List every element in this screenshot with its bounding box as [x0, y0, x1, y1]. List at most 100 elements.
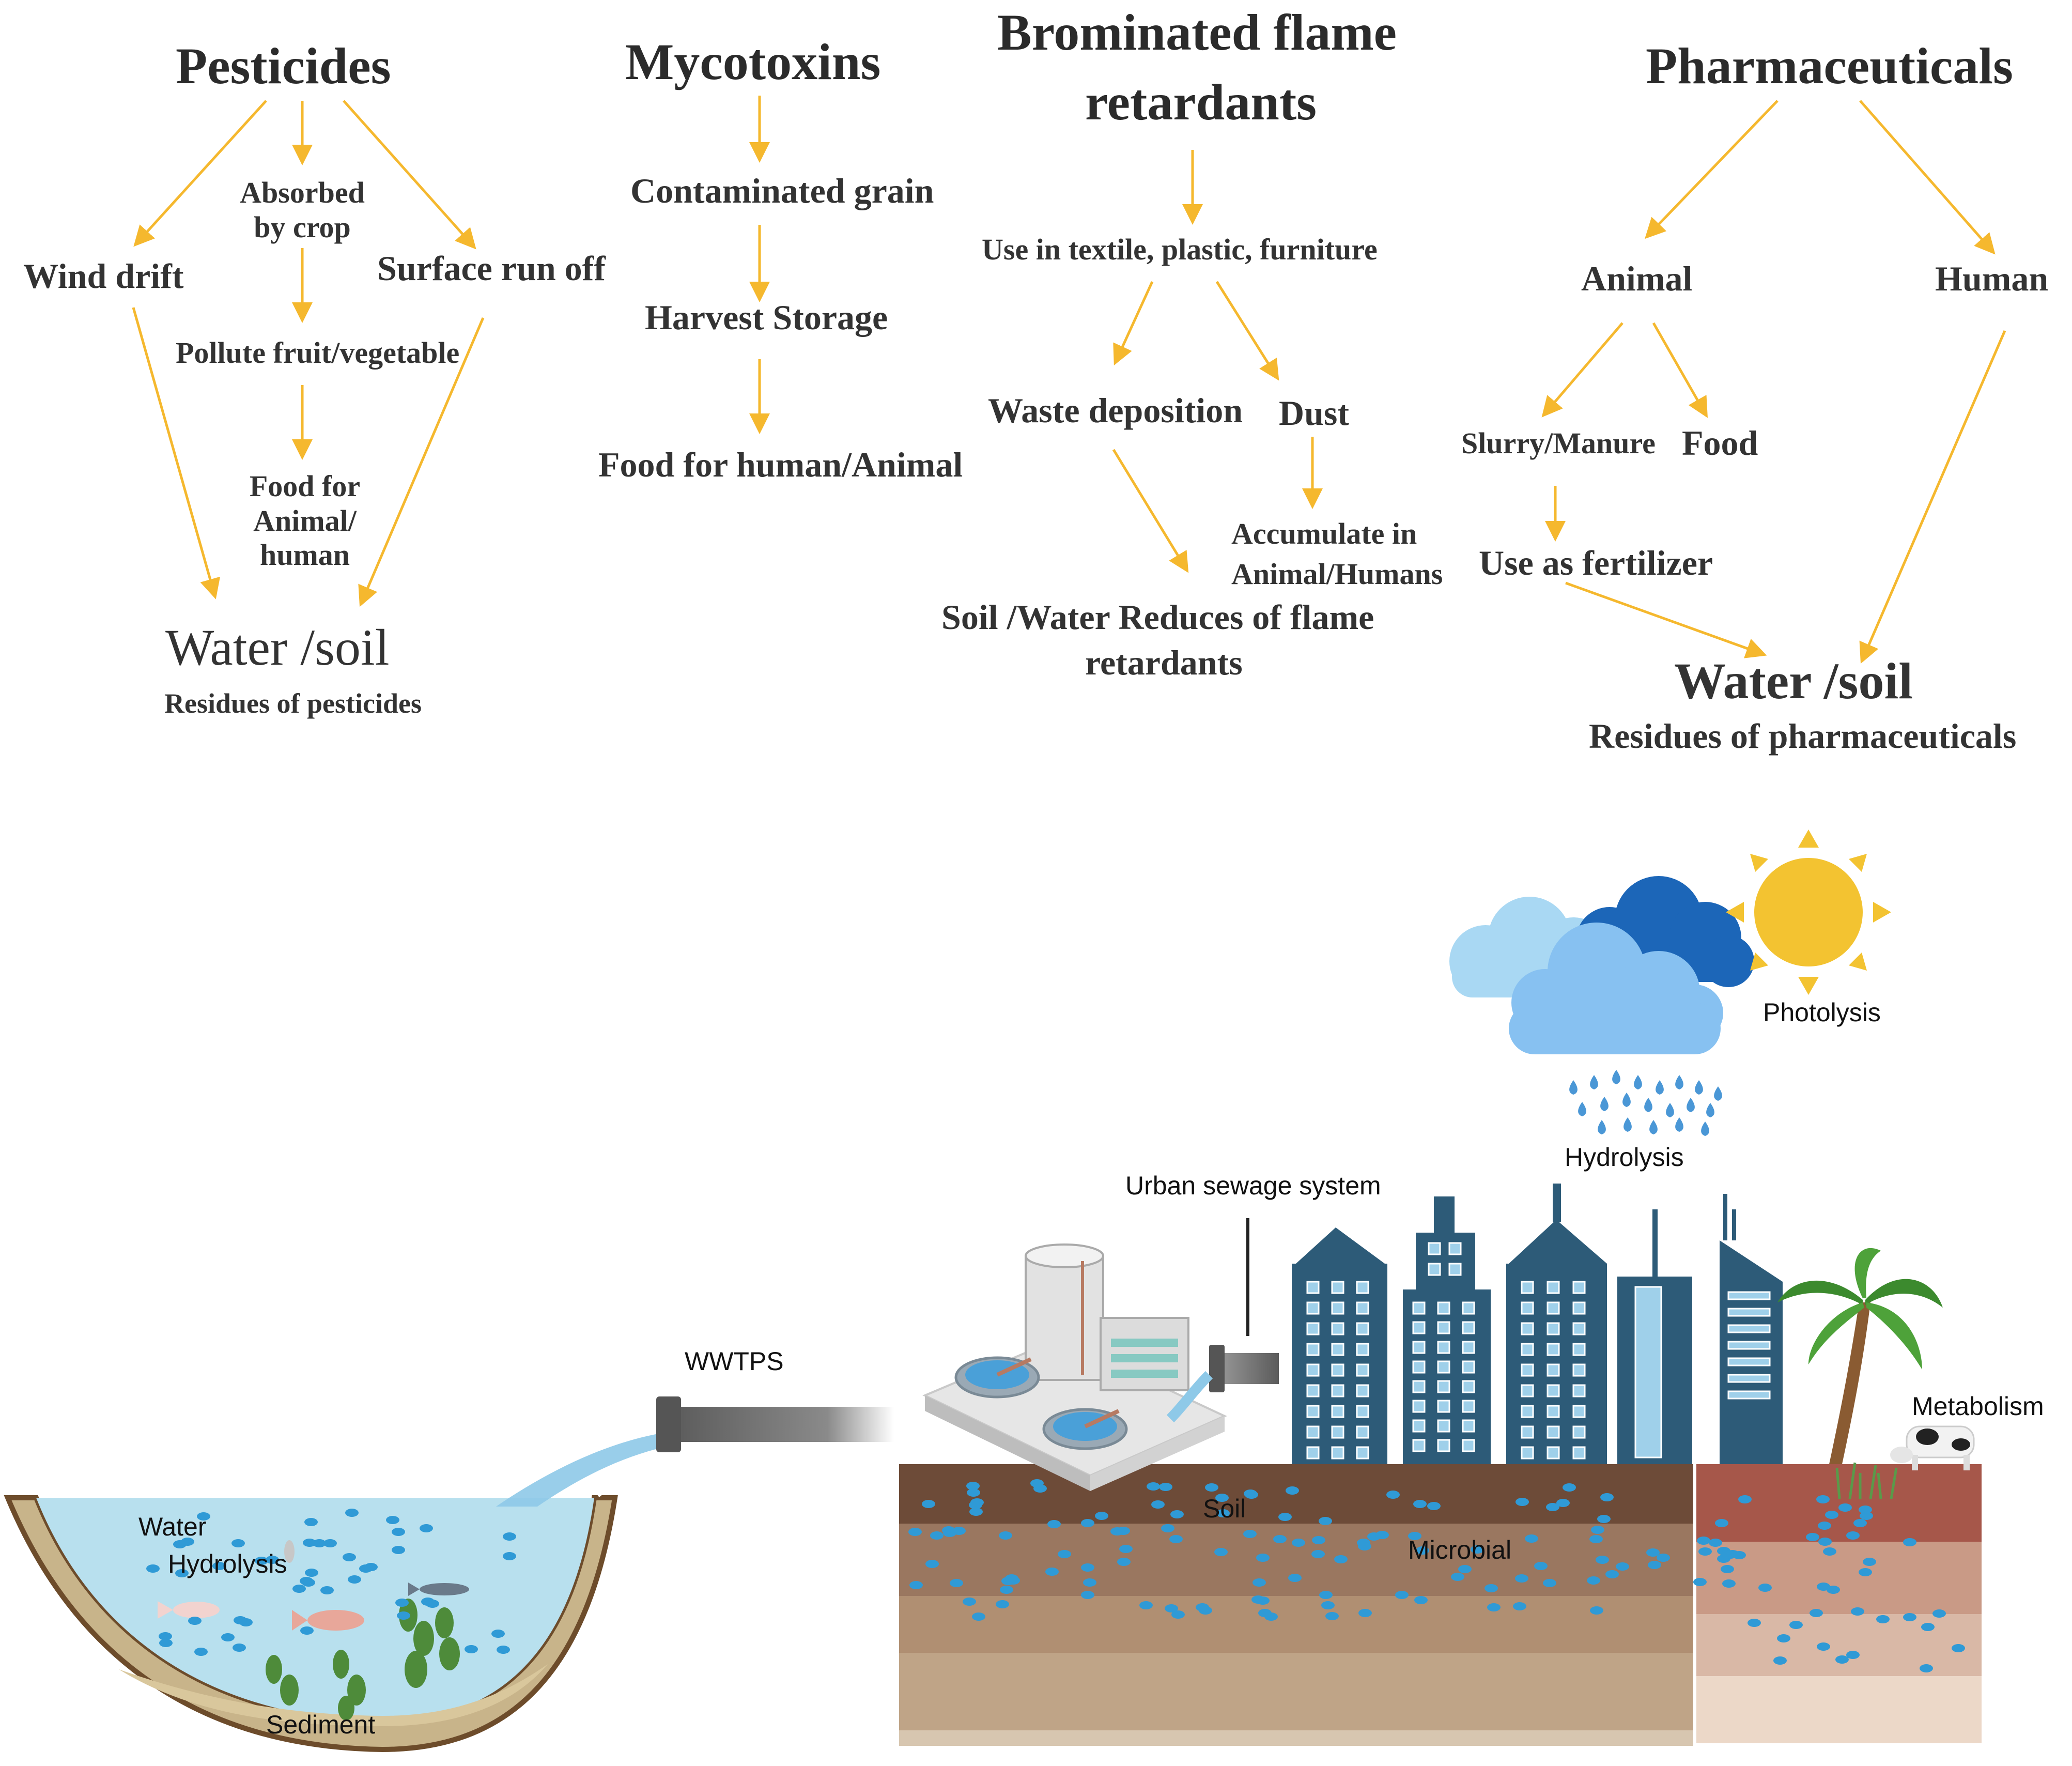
wwtps-label: WWTPS: [685, 1347, 784, 1376]
droplet: [397, 1611, 410, 1620]
flow-arrow: [1652, 322, 1708, 418]
droplet: [1818, 1522, 1831, 1530]
droplet: [1806, 1533, 1819, 1541]
window: [1727, 1291, 1771, 1300]
droplet: [1835, 1655, 1849, 1664]
droplet: [1921, 1623, 1935, 1631]
window: [1331, 1322, 1344, 1335]
window: [1331, 1446, 1344, 1460]
window: [1412, 1301, 1426, 1315]
droplet: [345, 1509, 359, 1517]
droplet: [503, 1532, 516, 1541]
droplet: [1416, 1546, 1429, 1555]
droplet: [1119, 1545, 1133, 1553]
window: [1521, 1322, 1534, 1335]
window: [1331, 1281, 1344, 1294]
window: [1547, 1281, 1560, 1294]
window: [1727, 1390, 1771, 1400]
droplet: [1591, 1526, 1604, 1534]
droplet: [1648, 1561, 1661, 1569]
window: [1412, 1439, 1426, 1452]
rain-drop: [1706, 1103, 1714, 1117]
soil-label: Soil: [1203, 1494, 1246, 1523]
flow-arrows: [132, 96, 2006, 664]
droplet: [1721, 1565, 1734, 1573]
window: [1462, 1380, 1475, 1393]
droplet: [1358, 1542, 1371, 1550]
lake-sediment: [119, 1664, 548, 1726]
pharma-slurry: Slurry/Manure: [1461, 426, 1656, 460]
droplet: [1825, 1511, 1838, 1519]
window: [1547, 1405, 1560, 1418]
droplet: [1722, 1579, 1736, 1588]
flow-arrow: [358, 317, 485, 607]
droplet: [1216, 1509, 1230, 1517]
droplet: [1321, 1601, 1335, 1609]
window: [1521, 1405, 1534, 1418]
window: [1521, 1384, 1534, 1398]
droplet: [1543, 1579, 1556, 1587]
droplet: [386, 1516, 399, 1524]
window: [1727, 1374, 1771, 1383]
window: [1306, 1425, 1320, 1439]
droplet: [188, 1617, 202, 1625]
pharma-water-soil: Water /soil: [1674, 652, 1913, 710]
droplet: [395, 1599, 409, 1607]
droplet: [1205, 1483, 1218, 1492]
window: [1356, 1322, 1369, 1335]
droplet: [1817, 1583, 1830, 1591]
window: [1547, 1384, 1560, 1398]
window: [1437, 1380, 1450, 1393]
droplet: [1563, 1483, 1576, 1492]
droplet: [1853, 1519, 1867, 1527]
droplet: [1515, 1574, 1528, 1583]
window: [1412, 1321, 1426, 1334]
droplet: [1413, 1500, 1427, 1508]
droplet: [1920, 1664, 1933, 1672]
droplet: [930, 1531, 944, 1540]
droplet: [1151, 1500, 1165, 1509]
droplet: [1817, 1642, 1830, 1651]
mycotoxins-grain: Contaminated grain: [630, 171, 934, 210]
rain-drop: [1569, 1080, 1578, 1095]
window: [1437, 1321, 1450, 1334]
droplet: [1081, 1519, 1094, 1527]
treatment-plant: [922, 1243, 1227, 1491]
window: [1727, 1341, 1771, 1350]
window: [1462, 1341, 1475, 1354]
droplet: [1810, 1609, 1823, 1617]
droplet: [1471, 1545, 1484, 1554]
window: [1727, 1308, 1771, 1317]
droplet: [1288, 1574, 1302, 1582]
mycotoxins-title: Mycotoxins: [625, 33, 881, 90]
droplet: [313, 1539, 326, 1547]
droplet: [1859, 1506, 1872, 1514]
window: [1572, 1446, 1586, 1460]
droplet: [1256, 1554, 1270, 1562]
window: [1572, 1343, 1586, 1356]
droplet: [1487, 1603, 1501, 1611]
pesticides-absorbed: Absorbed by crop: [240, 176, 365, 244]
droplet: [197, 1512, 210, 1521]
droplet: [1095, 1512, 1108, 1520]
bfr-title-1: Brominated flame: [997, 4, 1397, 61]
window: [1572, 1384, 1586, 1398]
droplet: [950, 1579, 963, 1587]
window: [1356, 1405, 1369, 1418]
droplet: [304, 1518, 318, 1526]
droplet: [465, 1645, 478, 1653]
window: [1412, 1400, 1426, 1413]
window: [1572, 1322, 1586, 1335]
droplet: [1952, 1644, 1965, 1652]
window: [1572, 1281, 1586, 1294]
pharma-food: Food: [1682, 423, 1758, 463]
rain-drop: [1634, 1075, 1642, 1089]
window: [1412, 1360, 1426, 1374]
wwtps-pipe: [656, 1396, 894, 1452]
flow-arrow: [1541, 322, 1623, 418]
flow-arrow: [1112, 449, 1189, 573]
flow-arrow: [133, 100, 267, 247]
lake-hydrolysis-label: Hydrolysis: [168, 1549, 287, 1578]
droplet: [1386, 1491, 1400, 1499]
